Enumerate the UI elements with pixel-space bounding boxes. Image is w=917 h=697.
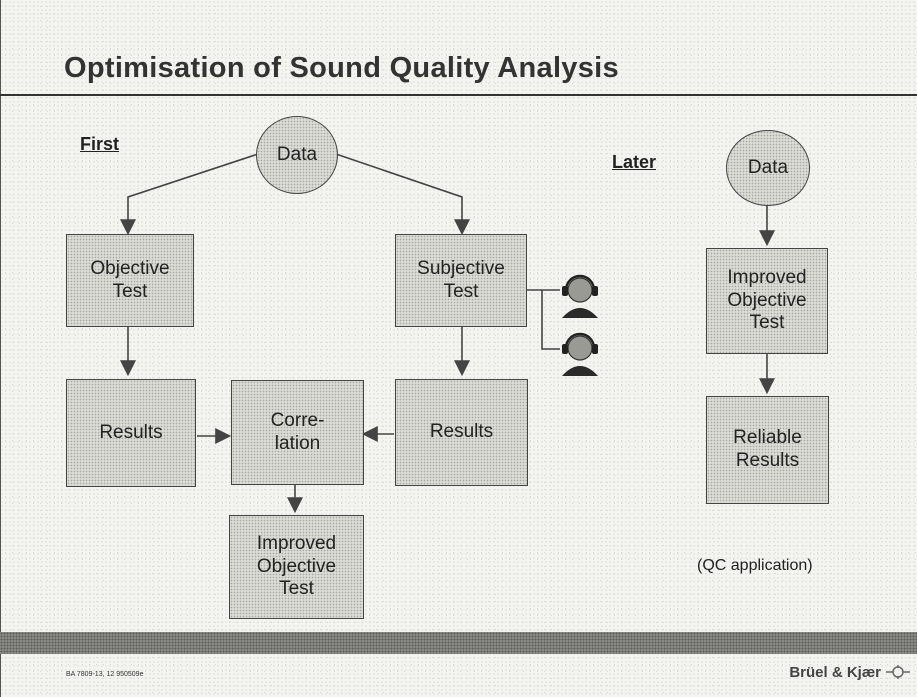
reliable-results-box: Reliable Results [706, 396, 829, 504]
listener-headphones-icon [562, 274, 598, 376]
correlation-box: Corre- lation [231, 380, 364, 485]
listener-connector [527, 289, 560, 350]
data-node-first: Data [256, 116, 338, 194]
title-underline [0, 94, 917, 96]
first-heading: First [80, 134, 120, 154]
results-box-right: Results [395, 379, 528, 486]
subjective-test-box: Subjective Test [395, 234, 527, 327]
objective-test-box: Objective Test [66, 234, 194, 327]
listener-headphones-icon [562, 332, 598, 376]
footer-doc-code: BA 7809-13, 12 950509e [66, 671, 144, 678]
later-heading: Later [612, 152, 657, 172]
data-node-later: Data [726, 130, 810, 206]
later-improved-objective-test-box: Improved Objective Test [706, 248, 828, 354]
footer-brand-name: Brüel & Kjær [789, 664, 881, 681]
listener-headphones-icon [562, 274, 598, 318]
slide-title: Optimisation of Sound Quality Analysis [64, 52, 619, 84]
brand-logo-icon [886, 665, 910, 679]
footer-band [0, 632, 917, 654]
improved-objective-test-box: Improved Objective Test [229, 515, 364, 619]
arrow-data-to-objective [120, 153, 259, 236]
results-box-left: Results [66, 379, 196, 487]
qc-application-note: (QC application) [697, 557, 813, 574]
arrow-data-to-subjective [335, 153, 470, 236]
